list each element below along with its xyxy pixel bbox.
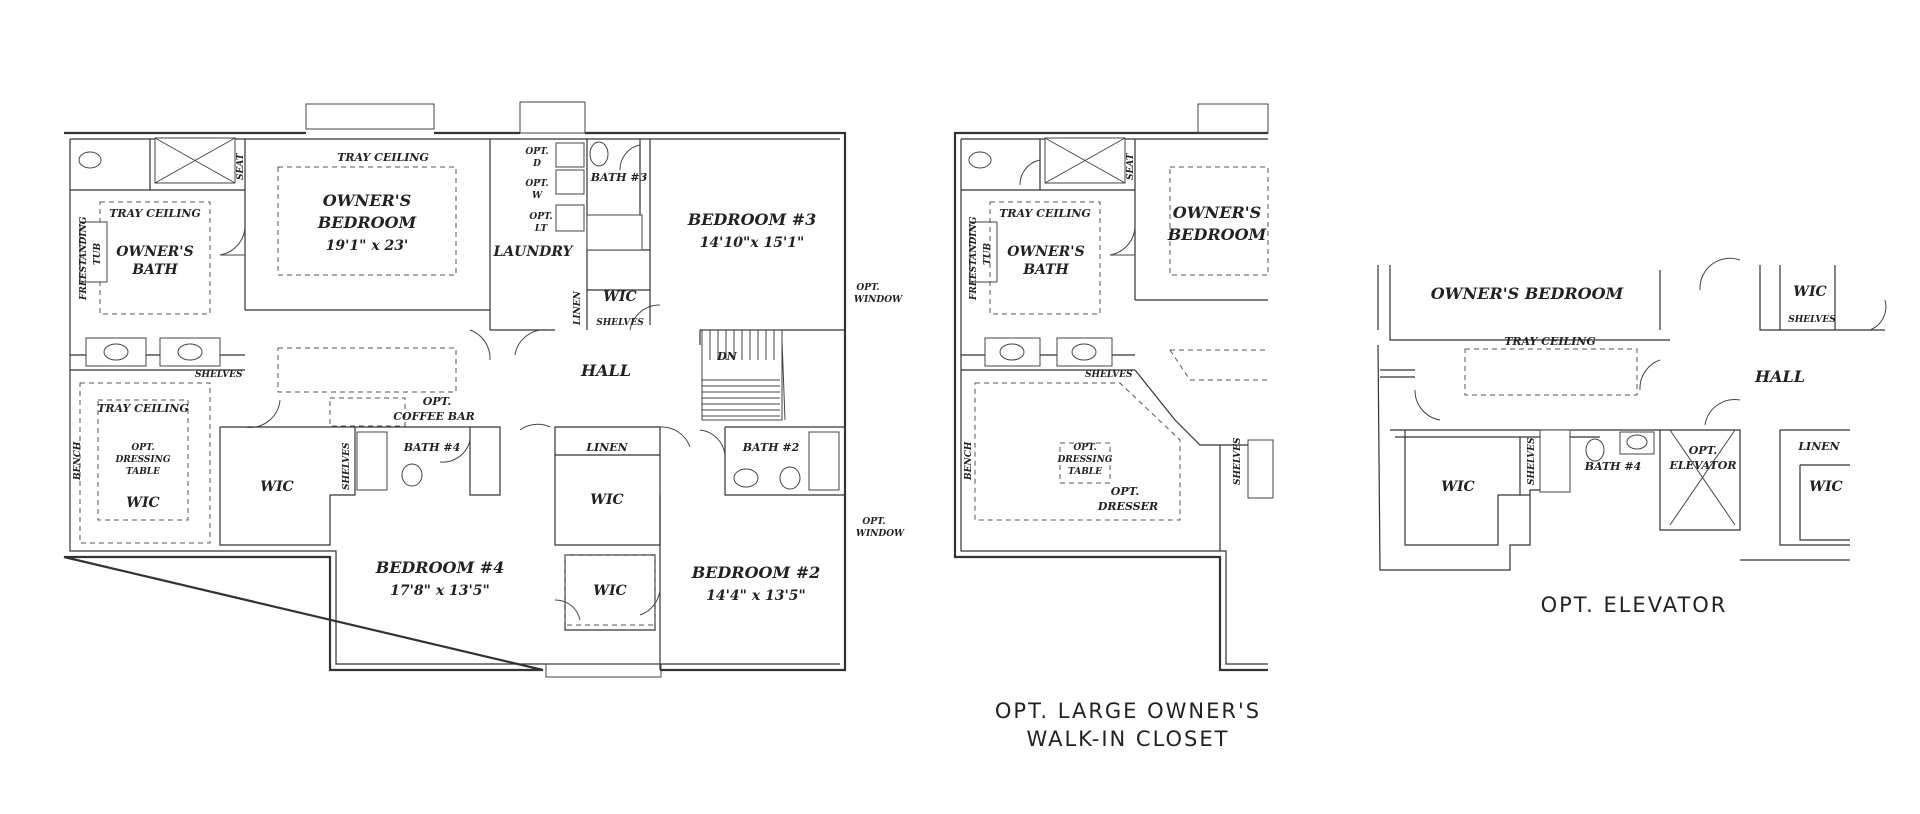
bench-label: BENCH (73, 441, 83, 481)
wic-bedroom2-shelving (564, 554, 656, 626)
elevator-tray-label: TRAY CEILING (1504, 335, 1596, 348)
w-label: W (532, 191, 543, 201)
owners-bedroom-label: OWNER'S (323, 191, 411, 210)
lt-label: LT (534, 224, 549, 234)
closet-owners-bedroom-label-2: BEDROOM (1167, 225, 1268, 244)
linen-label-hall: LINEN (585, 441, 628, 454)
closet-owners-bedroom-label: OWNER'S (1173, 203, 1261, 222)
wic-tray-label: TRAY CEILING (97, 402, 189, 415)
closet-caption-line2: WALK-IN CLOSET (1027, 727, 1230, 751)
closet-opt-dresser-label: OPT. (1111, 485, 1140, 498)
bath4-label: BATH #4 (403, 441, 461, 454)
opt-window-label-2: OPT. (862, 517, 885, 527)
coffee-bar-outline (329, 397, 406, 427)
shelves-label-owners: SHELVES (195, 370, 243, 380)
opt-d-label: OPT. (525, 147, 548, 157)
freestanding-label: FREESTANDING (79, 216, 89, 301)
opt-closet-plan: OWNER'S BEDROOM TRAY CEILING OWNER'S BAT… (953, 103, 1274, 751)
elevator-caption: OPT. ELEVATOR (1541, 593, 1728, 617)
closet-freestanding-label: FREESTANDING (969, 216, 979, 301)
closet-shelves-label-2: SHELVES (1233, 437, 1243, 485)
linen-label-laundry: LINEN (573, 290, 583, 326)
dressing-label: DRESSING (114, 455, 170, 465)
dn-label: DN (716, 350, 738, 363)
closet-shelves-label: SHELVES (1085, 370, 1133, 380)
elevator-hall-label: HALL (1754, 367, 1805, 386)
owners-bath-tray-label: TRAY CEILING (109, 207, 201, 220)
bedroom3-label: BEDROOM #3 (687, 210, 817, 229)
main-floor-plan: TRAY CEILING OWNER'S BEDROOM 19'1" x 23'… (63, 101, 905, 678)
seat-label: SEAT (236, 152, 246, 180)
opt-window-label-1: OPT. (856, 283, 879, 293)
hall-label: HALL (580, 361, 631, 380)
elevator-linen-label: LINEN (1797, 440, 1840, 453)
elevator-wic-label: WIC (1441, 479, 1474, 495)
shelves-label-wic: SHELVES (342, 442, 352, 490)
main-exterior-walls (63, 101, 847, 678)
owners-bath-label-2: BATH (131, 262, 178, 278)
bath3-label: BATH #3 (590, 171, 648, 184)
owners-bedroom-label-2: BEDROOM (317, 213, 418, 232)
elevator-shelves-label: SHELVES (1527, 437, 1537, 485)
closet-opt-dressing-label: OPT. (1073, 443, 1096, 453)
d-label: D (532, 159, 541, 169)
closet-dresser-label: DRESSER (1097, 500, 1158, 513)
elevator-elevator-label: ELEVATOR (1668, 459, 1736, 472)
elevator-shelves-label-top: SHELVES (1788, 315, 1836, 325)
closet-dressing-label: DRESSING (1056, 455, 1112, 465)
bath2-label: BATH #2 (742, 441, 800, 454)
bedroom2-dimensions: 14'4" x 13'5" (706, 588, 806, 604)
owners-wic-label: WIC (126, 495, 159, 511)
coffee-bar-label: COFFEE BAR (393, 410, 475, 423)
table-label: TABLE (126, 467, 160, 477)
opt-lt-label: OPT. (529, 212, 552, 222)
hall-tray-ceiling (277, 347, 457, 393)
main-stairs (701, 329, 786, 421)
wic-bath3-label: WIC (603, 289, 636, 305)
opt-dressing-label: OPT. (131, 443, 154, 453)
closet-caption-line1: OPT. LARGE OWNER'S (995, 699, 1261, 723)
main-fixtures (78, 137, 840, 491)
closet-table-label: TABLE (1068, 467, 1102, 477)
elevator-wic-top-label: WIC (1793, 284, 1826, 300)
wic-tray-ceiling (97, 399, 189, 521)
wic-shelving-outline (79, 382, 211, 544)
bedroom4-label: BEDROOM #4 (375, 558, 505, 577)
wic-bedroom2-label: WIC (593, 583, 626, 599)
elevator-wic-right-label: WIC (1809, 479, 1842, 495)
laundry-label: LAUNDRY (492, 244, 574, 260)
tub-label: TUB (93, 242, 103, 265)
elevator-bath4-label: BATH #4 (1584, 460, 1642, 473)
bedroom3-dimensions: 14'10"x 15'1" (700, 235, 805, 251)
wic-bedroom4-label: WIC (260, 479, 293, 495)
main-door-swings (219, 144, 726, 621)
owners-bedroom-tray-ceiling (277, 166, 457, 276)
elevator-opt-label: OPT. (1689, 444, 1718, 457)
owners-bath-label: OWNER'S (116, 244, 193, 260)
opt-coffee-label: OPT. (423, 395, 452, 408)
window-label-1: WINDOW (854, 295, 903, 305)
window-label-2: WINDOW (856, 529, 905, 539)
opt-elevator-plan: OWNER'S BEDROOM TRAY CEILING WIC SHELVES… (1377, 257, 1887, 617)
owners-bedroom-tray-label: TRAY CEILING (337, 151, 429, 164)
opt-w-label: OPT. (525, 179, 548, 189)
elevator-owners-bedroom-label: OWNER'S BEDROOM (1431, 284, 1625, 303)
wic-hall-label: WIC (590, 492, 623, 508)
closet-bath-tray-label: TRAY CEILING (999, 207, 1091, 220)
closet-owners-bath-label: OWNER'S (1007, 244, 1084, 260)
closet-bench-label: BENCH (964, 441, 974, 481)
owners-bedroom-dimensions: 19'1" x 23' (326, 238, 409, 254)
closet-tub-label: TUB (983, 242, 993, 265)
shelves-label-bath3: SHELVES (596, 318, 644, 328)
bedroom2-label: BEDROOM #2 (691, 563, 821, 582)
closet-owners-bath-label-2: BATH (1022, 262, 1069, 278)
closet-seat-label: SEAT (1126, 152, 1136, 180)
bedroom4-dimensions: 17'8" x 13'5" (390, 583, 490, 599)
